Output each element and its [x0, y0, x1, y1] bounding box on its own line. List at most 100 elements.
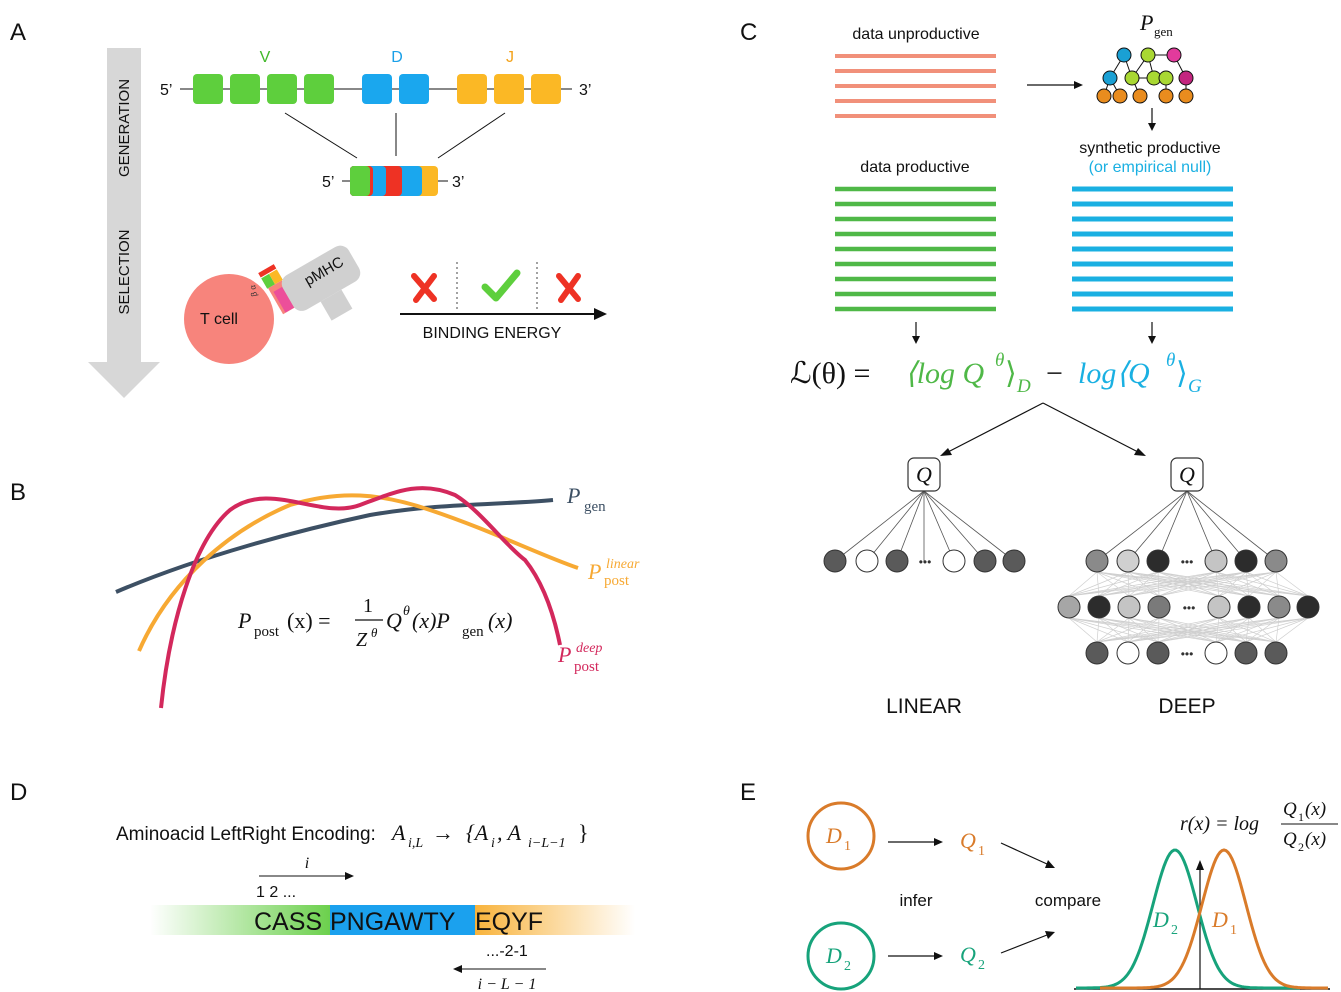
- compare-arrow-1: [1000, 842, 1048, 865]
- synthetic-productive-label: synthetic productive: [1079, 140, 1221, 157]
- deep-label: DEEP: [1158, 695, 1215, 718]
- deep-edge: [1068, 571, 1129, 597]
- v-segment: [230, 74, 260, 104]
- deep-network: Q ••• •••: [1057, 457, 1320, 665]
- deep-edge: [1096, 617, 1160, 643]
- deep-edge: [1275, 571, 1309, 597]
- d-label: D: [391, 49, 403, 66]
- j-label: J: [506, 49, 514, 66]
- data-productive-lines: [835, 186, 996, 312]
- svg-text:(x) =: (x) =: [287, 608, 331, 633]
- deep-edge: [1096, 617, 1250, 643]
- accept-check-icon: [481, 269, 521, 302]
- d1-distribution: [1100, 848, 1328, 990]
- generation-label: GENERATION: [116, 79, 133, 177]
- svg-text:, A: , A: [497, 820, 522, 845]
- v-join-line: [284, 112, 358, 159]
- j-segment: [531, 74, 561, 104]
- plinear-label: P linear post: [587, 557, 640, 589]
- d-segments: [362, 74, 429, 104]
- svg-text:(x): (x): [488, 608, 512, 633]
- data-unproductive-lines: [835, 54, 996, 118]
- svg-text:i,L: i,L: [408, 836, 423, 851]
- sequence-mid-band: [330, 905, 475, 935]
- svg-text:θ: θ: [995, 350, 1004, 371]
- data-productive-label: data productive: [860, 159, 970, 176]
- svg-text:⟩: ⟩: [1176, 357, 1188, 390]
- svg-text:gen: gen: [584, 499, 606, 515]
- deep-edge: [1068, 617, 1217, 643]
- deep-edge: [1275, 617, 1309, 643]
- deep-edge: [1098, 571, 1277, 597]
- svg-text:ℒ(θ) =: ℒ(θ) =: [790, 357, 870, 390]
- deep-edge: [1218, 571, 1277, 597]
- pgen-curve: [115, 498, 554, 594]
- svg-text:gen: gen: [462, 624, 484, 640]
- svg-text:−: −: [1046, 357, 1063, 390]
- back-label: i − L − 1: [478, 976, 537, 992]
- pgen-model-label: P gen: [1139, 10, 1173, 39]
- deep-edge: [1096, 617, 1130, 643]
- q1-label: Q: [960, 828, 976, 853]
- empirical-null-label: (or empirical null): [1089, 159, 1212, 176]
- svg-text:Q: Q: [386, 608, 402, 633]
- j-segment: [494, 74, 524, 104]
- panel-e: E D 1 D 2 infer Q 1 Q 2 compare D 2 D 1 …: [740, 779, 1338, 991]
- svg-text:P: P: [557, 642, 571, 667]
- svg-text:post: post: [604, 573, 630, 589]
- to-deep-arrow: [1042, 402, 1139, 453]
- d2-curve-label: D: [1152, 907, 1169, 932]
- deep-edge: [1096, 617, 1309, 643]
- svg-text:2: 2: [844, 959, 851, 974]
- infer-label: infer: [899, 891, 932, 910]
- svg-text:2: 2: [1298, 840, 1304, 854]
- svg-text:i−L−1: i−L−1: [528, 836, 566, 851]
- svg-text:A: A: [390, 820, 406, 845]
- recombined-three-prime: 3’: [452, 174, 464, 191]
- svg-text:θ: θ: [403, 604, 410, 619]
- process-arrow: [88, 48, 160, 398]
- reject-high-icon: [556, 273, 581, 303]
- panel-d-letter: D: [10, 779, 27, 806]
- d1-circle: [806, 801, 876, 871]
- svg-text:(x): (x): [1305, 829, 1326, 850]
- compare-label: compare: [1035, 891, 1101, 910]
- reject-low-icon: [411, 273, 437, 303]
- deep-edge: [1245, 617, 1309, 643]
- v-label: V: [260, 49, 271, 66]
- svg-text:log⟨Q: log⟨Q: [1078, 357, 1150, 390]
- deep-edge: [1068, 571, 1247, 597]
- svg-text:P: P: [587, 559, 601, 584]
- q-node-linear: [907, 457, 941, 492]
- deep-edge: [1275, 571, 1280, 597]
- svg-text:θ: θ: [1166, 350, 1175, 371]
- sequence-left-band: [150, 905, 330, 935]
- svg-text:P: P: [566, 483, 580, 508]
- deep-edge: [1068, 571, 1217, 597]
- panel-c-letter: C: [740, 19, 757, 46]
- svg-text:1: 1: [1298, 810, 1304, 824]
- binding-energy-arrowhead: [594, 308, 607, 320]
- recombined-five-prime: 5’: [322, 174, 334, 191]
- svg-text:}: }: [578, 820, 589, 845]
- pmhc-molecule: [273, 245, 361, 321]
- deep-edge: [1068, 571, 1277, 597]
- panel-b: B P gen P linear post P deep post P post…: [10, 479, 640, 709]
- d2-label: D: [825, 943, 842, 968]
- binding-energy-label: BINDING ENERGY: [423, 325, 562, 342]
- sequence-left: CASS: [254, 908, 322, 936]
- svg-text:Q: Q: [1283, 799, 1297, 820]
- v-segments: [193, 74, 334, 104]
- t-cell: [184, 274, 274, 364]
- deep-edge: [1215, 617, 1309, 643]
- d-segment: [399, 74, 429, 104]
- panel-e-letter: E: [740, 779, 756, 806]
- svg-text:•••: •••: [1183, 601, 1196, 615]
- deep-edge: [1127, 617, 1309, 643]
- deep-edge: [1248, 571, 1277, 597]
- deep-edge: [1068, 571, 1159, 597]
- svg-text:•••: •••: [1181, 647, 1194, 661]
- svg-text:1: 1: [1230, 923, 1237, 938]
- svg-text:deep: deep: [576, 641, 602, 656]
- svg-text:θ: θ: [371, 625, 378, 640]
